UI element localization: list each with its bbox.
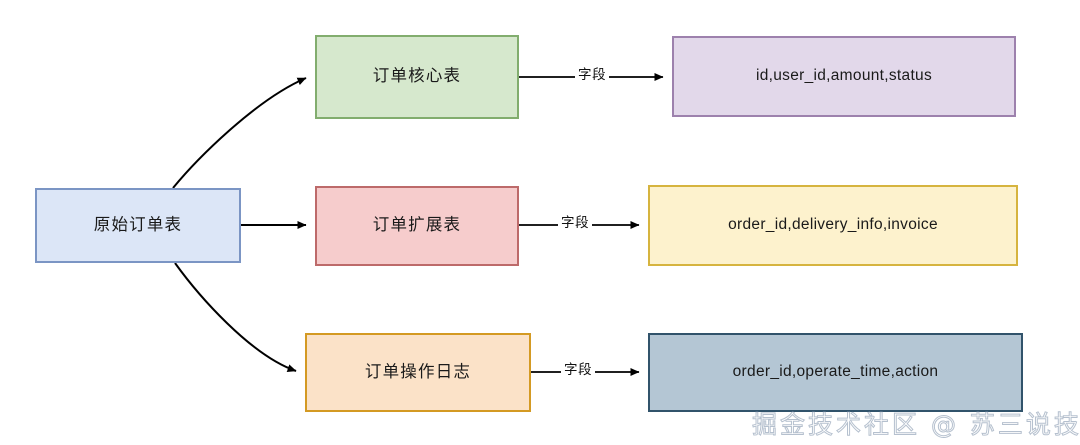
edge-label-log-fields: 字段 (561, 358, 596, 378)
node-order-ext-table[interactable]: 订单扩展表 (315, 186, 519, 266)
edge-label-ext-text: 字段 (561, 215, 590, 230)
node-order-core-fields-label: id,user_id,amount,status (755, 67, 933, 85)
node-order-core-fields[interactable]: id,user_id,amount,status (672, 36, 1016, 117)
node-order-ext-label: 订单扩展表 (372, 216, 462, 235)
node-order-log-label: 订单操作日志 (364, 362, 472, 381)
node-source-label: 原始订单表 (93, 215, 183, 234)
edge-label-core-text: 字段 (578, 67, 607, 82)
edge-label-ext-fields: 字段 (558, 211, 593, 231)
connector-source-to-core (172, 77, 307, 189)
node-order-log-table[interactable]: 订单操作日志 (305, 333, 531, 412)
node-order-ext-fields[interactable]: order_id,delivery_info,invoice (648, 185, 1018, 266)
node-order-core-label: 订单核心表 (372, 67, 462, 86)
node-order-log-fields-label: order_id,operate_time,action (732, 363, 939, 381)
edge-label-log-text: 字段 (564, 362, 593, 377)
node-order-log-fields[interactable]: order_id,operate_time,action (648, 333, 1023, 412)
node-order-ext-fields-label: order_id,delivery_info,invoice (728, 216, 938, 234)
edge-label-core-fields: 字段 (575, 63, 610, 83)
connector-source-to-log (174, 262, 297, 372)
node-source-order-table[interactable]: 原始订单表 (35, 188, 241, 263)
node-order-core-table[interactable]: 订单核心表 (315, 35, 519, 119)
